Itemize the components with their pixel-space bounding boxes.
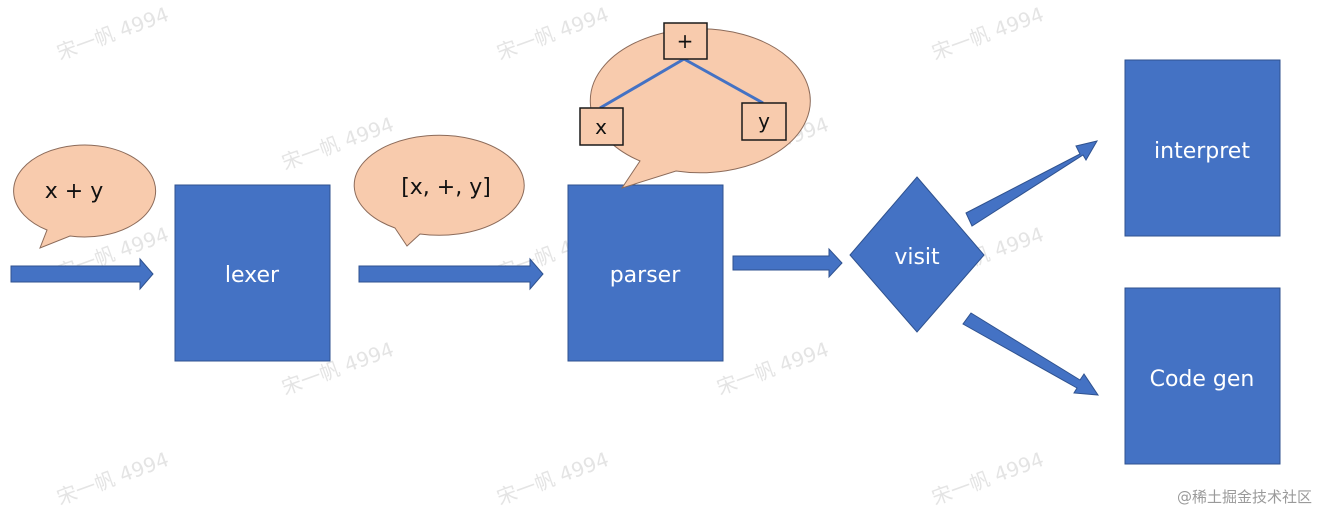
parser-label: parser [610,263,681,288]
input-arrow [10,257,154,291]
parser-to-visit-arrow [732,247,843,279]
codegen-node: Code gen [1124,287,1281,465]
lexer-node: lexer [174,184,331,362]
tokens-bubble-shape [353,134,525,247]
watermark-text: 宋一帆 4994 [494,2,612,65]
watermark-text: 宋一帆 4994 [929,447,1047,510]
lexer-to-parser-arrow [358,257,544,291]
visit-node: visit [849,176,985,333]
tokens-bubble-label: [x, +, y] [401,175,491,200]
parser-node: parser [567,184,724,362]
ast-node-root-label: + [677,29,694,53]
ast-edge-left [599,57,685,110]
visit-to-codegen-arrow [962,312,1099,396]
lexer-label: lexer [225,263,280,288]
ast-node-left [579,107,624,146]
codegen-box [1124,287,1281,465]
source-bubble-label: x + y [45,179,103,204]
watermark-text: 宋一帆 4994 [929,2,1047,65]
ast-node-right-label: y [758,109,770,133]
source-bubble-shape [13,144,157,249]
codegen-label: Code gen [1150,367,1255,392]
site-credit: @稀土掘金技术社区 [1177,488,1312,506]
watermark-text: 宋一帆 4994 [714,337,832,400]
lexer-box [174,184,331,362]
watermark-text: 宋一帆 4994 [54,2,172,65]
tokens-bubble: [x, +, y] [353,134,525,247]
source-bubble: x + y [13,144,157,249]
ast-bubble-shape [589,28,811,189]
ast-node-right [741,102,787,141]
visit-diamond [849,176,985,333]
interpret-box [1124,59,1281,237]
watermark-text: 宋一帆 4994 [54,447,172,510]
ast-edge-right [683,57,764,105]
interpret-node: interpret [1124,59,1281,237]
parser-box [567,184,724,362]
visit-label: visit [894,245,940,270]
ast-bubble: + x y [579,22,811,189]
ast-node-left-label: x [595,115,607,139]
ast-node-root [663,22,708,60]
watermark-text: 宋一帆 4994 [494,447,612,510]
interpret-label: interpret [1154,139,1250,164]
visit-to-interpret-arrow [965,140,1099,227]
